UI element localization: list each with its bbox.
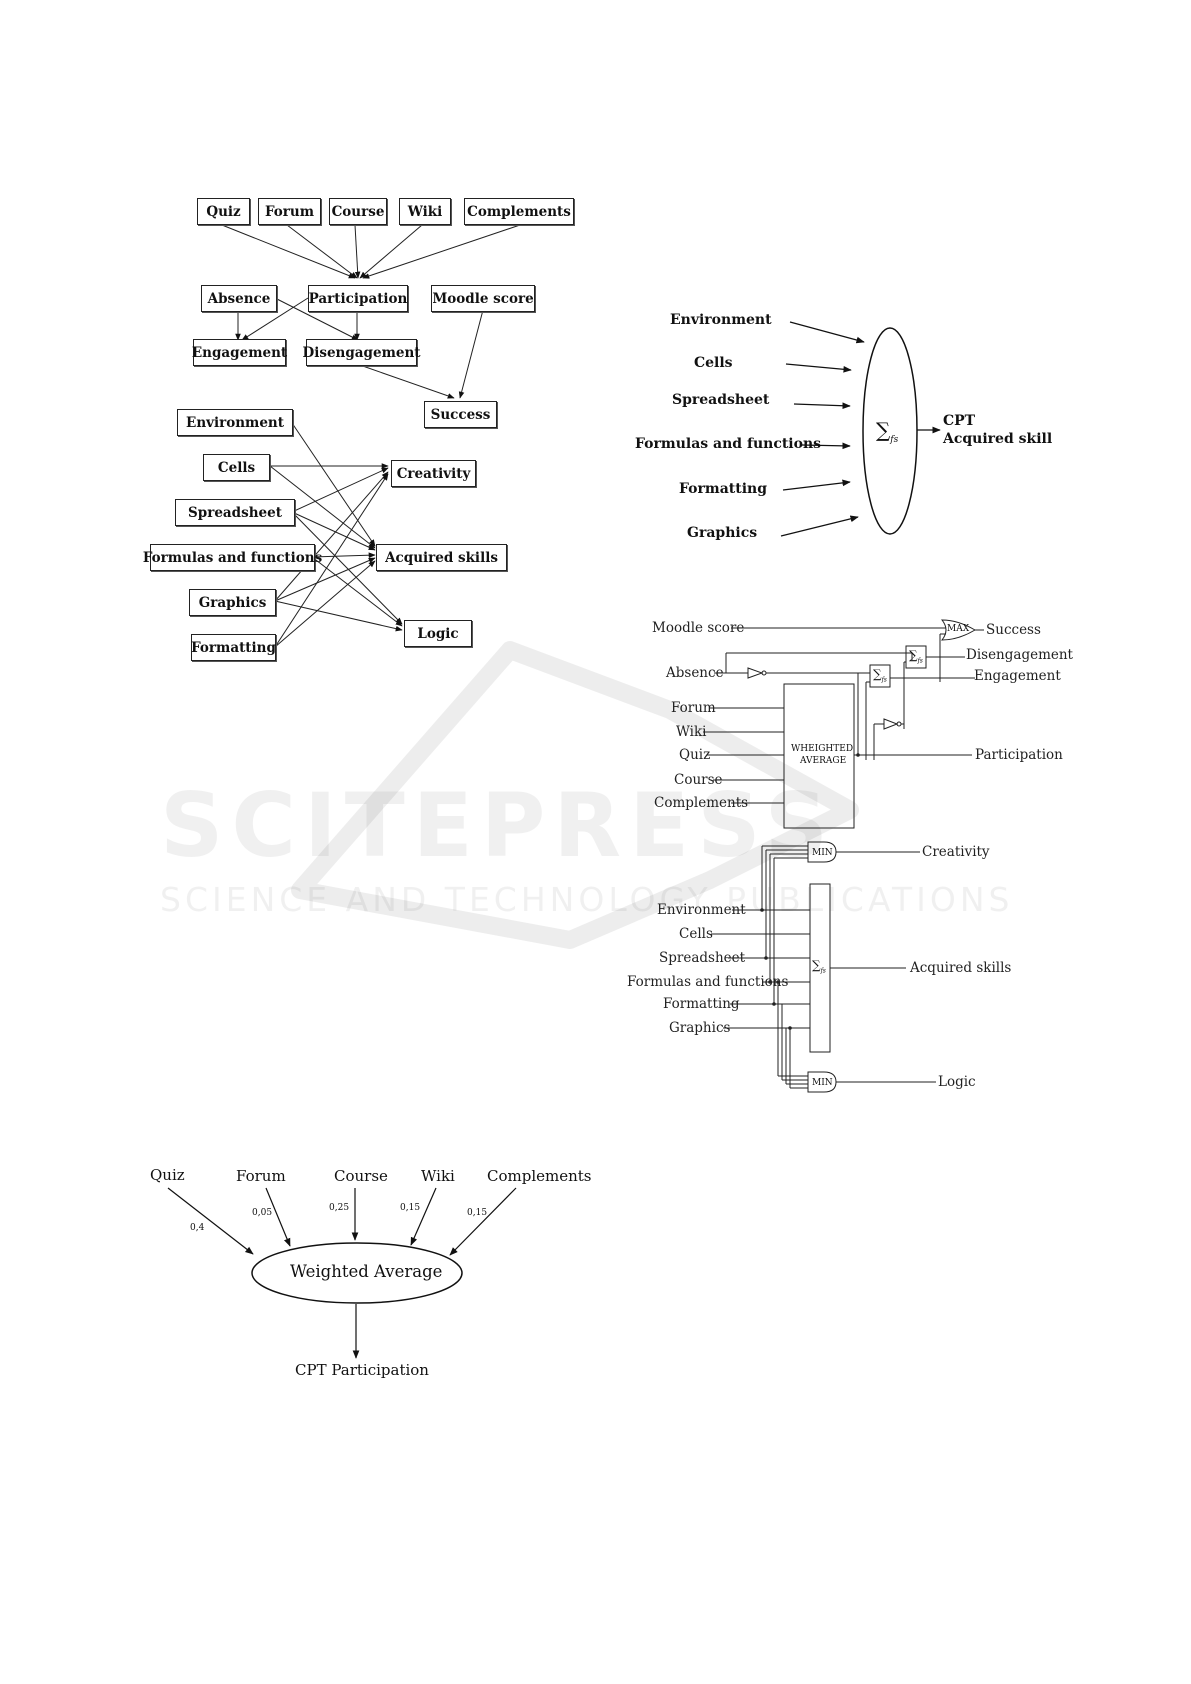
cpt-input-formatting: Formatting [679,481,767,497]
circuit-weighted-label-1: WHEIGHTED [791,744,854,754]
network-diagram: Quiz Forum Course Wiki Complements Absen… [0,0,600,661]
circuit-min-logic-label: MIN [812,1078,833,1088]
node-formatting: Formatting [191,634,276,661]
node-wiki: Wiki [399,198,451,225]
circuit-min-creativity-label: MIN [812,848,833,858]
circuit-success: Success [986,622,1041,638]
logic-circuit-diagram: Moodle score MAX Success Disengagement E… [627,619,1073,1093]
node-quiz: Quiz [197,198,250,225]
cpt-sum-sign: ∑ [876,418,891,442]
wa-weight-complements: 0,15 [467,1208,488,1218]
node-success: Success [424,401,497,428]
cpt-input-cells: Cells [694,355,733,371]
cpt-skill-edges [780,321,941,537]
cpt-sum-sub: fs [890,435,899,445]
circuit-disengagement: Disengagement [966,647,1073,663]
circuit-max-label: MAX [947,624,970,634]
circuit-sum-mid-sub: fs [881,676,887,684]
node-absence: Absence [201,285,277,312]
node-engagement: Engagement [192,339,287,366]
watermark-main-text: SCITEPRESS [160,774,837,877]
wa-output-label: CPT Participation [295,1361,429,1379]
circuit-sum-acquired-sub: fs [820,967,826,975]
cpt-sum-symbol: ∑fs [876,418,898,445]
circuit-sum-acquired: ∑fs [812,958,826,974]
wa-input-wiki: Wiki [421,1167,455,1185]
circuit-sum-top-sign: ∑ [909,648,918,662]
node-creativity: Creativity [391,460,476,487]
wa-weight-quiz: 0,4 [190,1223,205,1233]
cpt-skill-diagram: Environment Cells Spreadsheet Formulas a… [0,0,1191,560]
circuit-moodle-score: Moodle score [652,620,745,636]
circuit-sum-top: ∑fs [909,648,923,664]
cpt-input-graphics: Graphics [687,525,758,541]
node-forum: Forum [258,198,321,225]
network-edges [221,224,521,648]
circuit-sum-top-sub: fs [917,657,923,665]
node-formulas: Formulas and functions [143,544,322,571]
node-acquired-skills: Acquired skills [376,544,507,571]
circuit-cells: Cells [679,926,713,942]
node-participation: Participation [308,285,408,312]
circuit-forum: Forum [671,700,716,716]
wa-center-label: Weighted Average [290,1262,443,1281]
circuit-participation: Participation [975,747,1063,763]
circuit-environment: Environment [657,902,746,918]
node-logic: Logic [404,620,472,647]
circuit-wiki: Wiki [676,724,707,740]
node-course: Course [329,198,387,225]
circuit-quiz: Quiz [679,747,711,763]
wa-input-forum: Forum [236,1167,286,1185]
logic-circuit-wires [703,619,984,1093]
wa-input-course: Course [334,1167,388,1185]
circuit-weighted-label-2: AVERAGE [800,756,847,766]
circuit-formatting: Formatting [663,996,740,1012]
circuit-spreadsheet: Spreadsheet [659,950,746,966]
circuit-creativity: Creativity [922,844,990,860]
circuit-sum-mid-sign: ∑ [873,667,882,681]
cpt-output-label: CPT [943,413,976,429]
circuit-formulas: Formulas and functions [627,974,789,990]
node-environment: Environment [177,409,293,436]
circuit-absence: Absence [666,665,724,681]
cpt-output-skill: Acquired skill [943,431,1053,447]
wa-weight-wiki: 0,15 [400,1203,421,1213]
cpt-input-environment: Environment [670,312,772,328]
node-graphics: Graphics [189,589,276,616]
node-disengagement: Disengagement [303,339,421,366]
wa-input-complements: Complements [487,1167,592,1185]
circuit-acquired-skills: Acquired skills [910,960,1012,976]
circuit-engagement: Engagement [974,668,1061,684]
circuit-complements: Complements [654,795,749,811]
wa-input-quiz: Quiz [150,1166,185,1184]
circuit-sum-acquired-sign: ∑ [812,958,821,972]
weighted-average-diagram: Quiz Forum Course Wiki Complements 0,4 0… [0,0,600,1400]
node-complements: Complements [464,198,574,225]
cpt-input-spreadsheet: Spreadsheet [672,392,770,408]
node-moodle-score: Moodle score [431,285,535,312]
wa-weight-forum: 0,05 [252,1208,273,1218]
circuit-course: Course [674,772,723,788]
weighted-average-edges [167,1187,517,1359]
node-cells: Cells [203,454,270,481]
node-spreadsheet: Spreadsheet [175,499,295,526]
wa-weight-course: 0,25 [329,1203,350,1213]
circuit-logic: Logic [938,1074,976,1090]
circuit-graphics: Graphics [669,1020,731,1036]
watermark-sub-text: SCIENCE AND TECHNOLOGY PUBLICATIONS [160,880,1014,919]
cpt-input-formulas: Formulas and functions [635,436,822,452]
circuit-sum-mid: ∑fs [873,667,887,683]
